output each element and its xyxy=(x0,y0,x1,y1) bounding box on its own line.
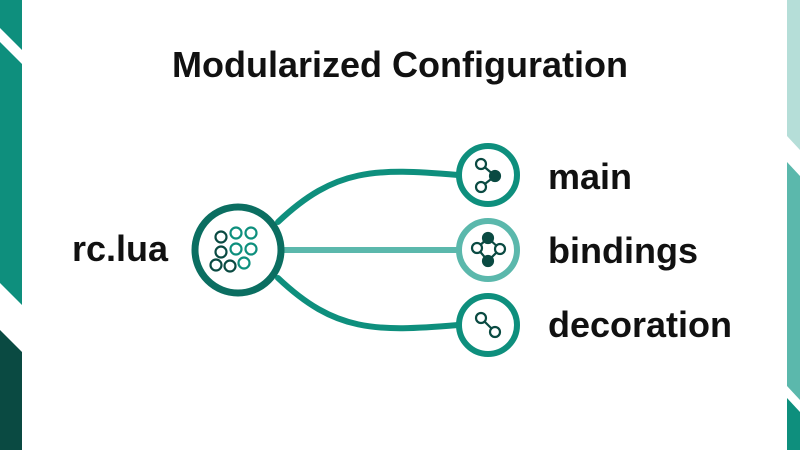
connector-decoration xyxy=(275,275,461,332)
child-node-bindings[interactable] xyxy=(456,218,520,282)
branch-node-icon xyxy=(474,157,502,194)
link-node-icon xyxy=(474,311,502,339)
child-label-main: main xyxy=(548,156,633,197)
diagram-title: Modularized Configuration xyxy=(172,44,628,85)
child-label-bindings: bindings xyxy=(548,230,698,271)
child-node-decoration[interactable] xyxy=(456,293,520,357)
network-node-icon xyxy=(470,231,507,268)
child-label-decoration: decoration xyxy=(548,304,733,345)
right-stripe-decoration xyxy=(787,0,800,450)
left-stripe-decoration xyxy=(0,0,22,450)
connector-main xyxy=(275,168,461,225)
module-grid-icon xyxy=(209,226,258,273)
child-node-main[interactable] xyxy=(456,143,520,207)
root-node-label: rc.lua xyxy=(72,228,169,269)
connectors xyxy=(275,168,461,332)
root-node[interactable] xyxy=(191,203,285,297)
